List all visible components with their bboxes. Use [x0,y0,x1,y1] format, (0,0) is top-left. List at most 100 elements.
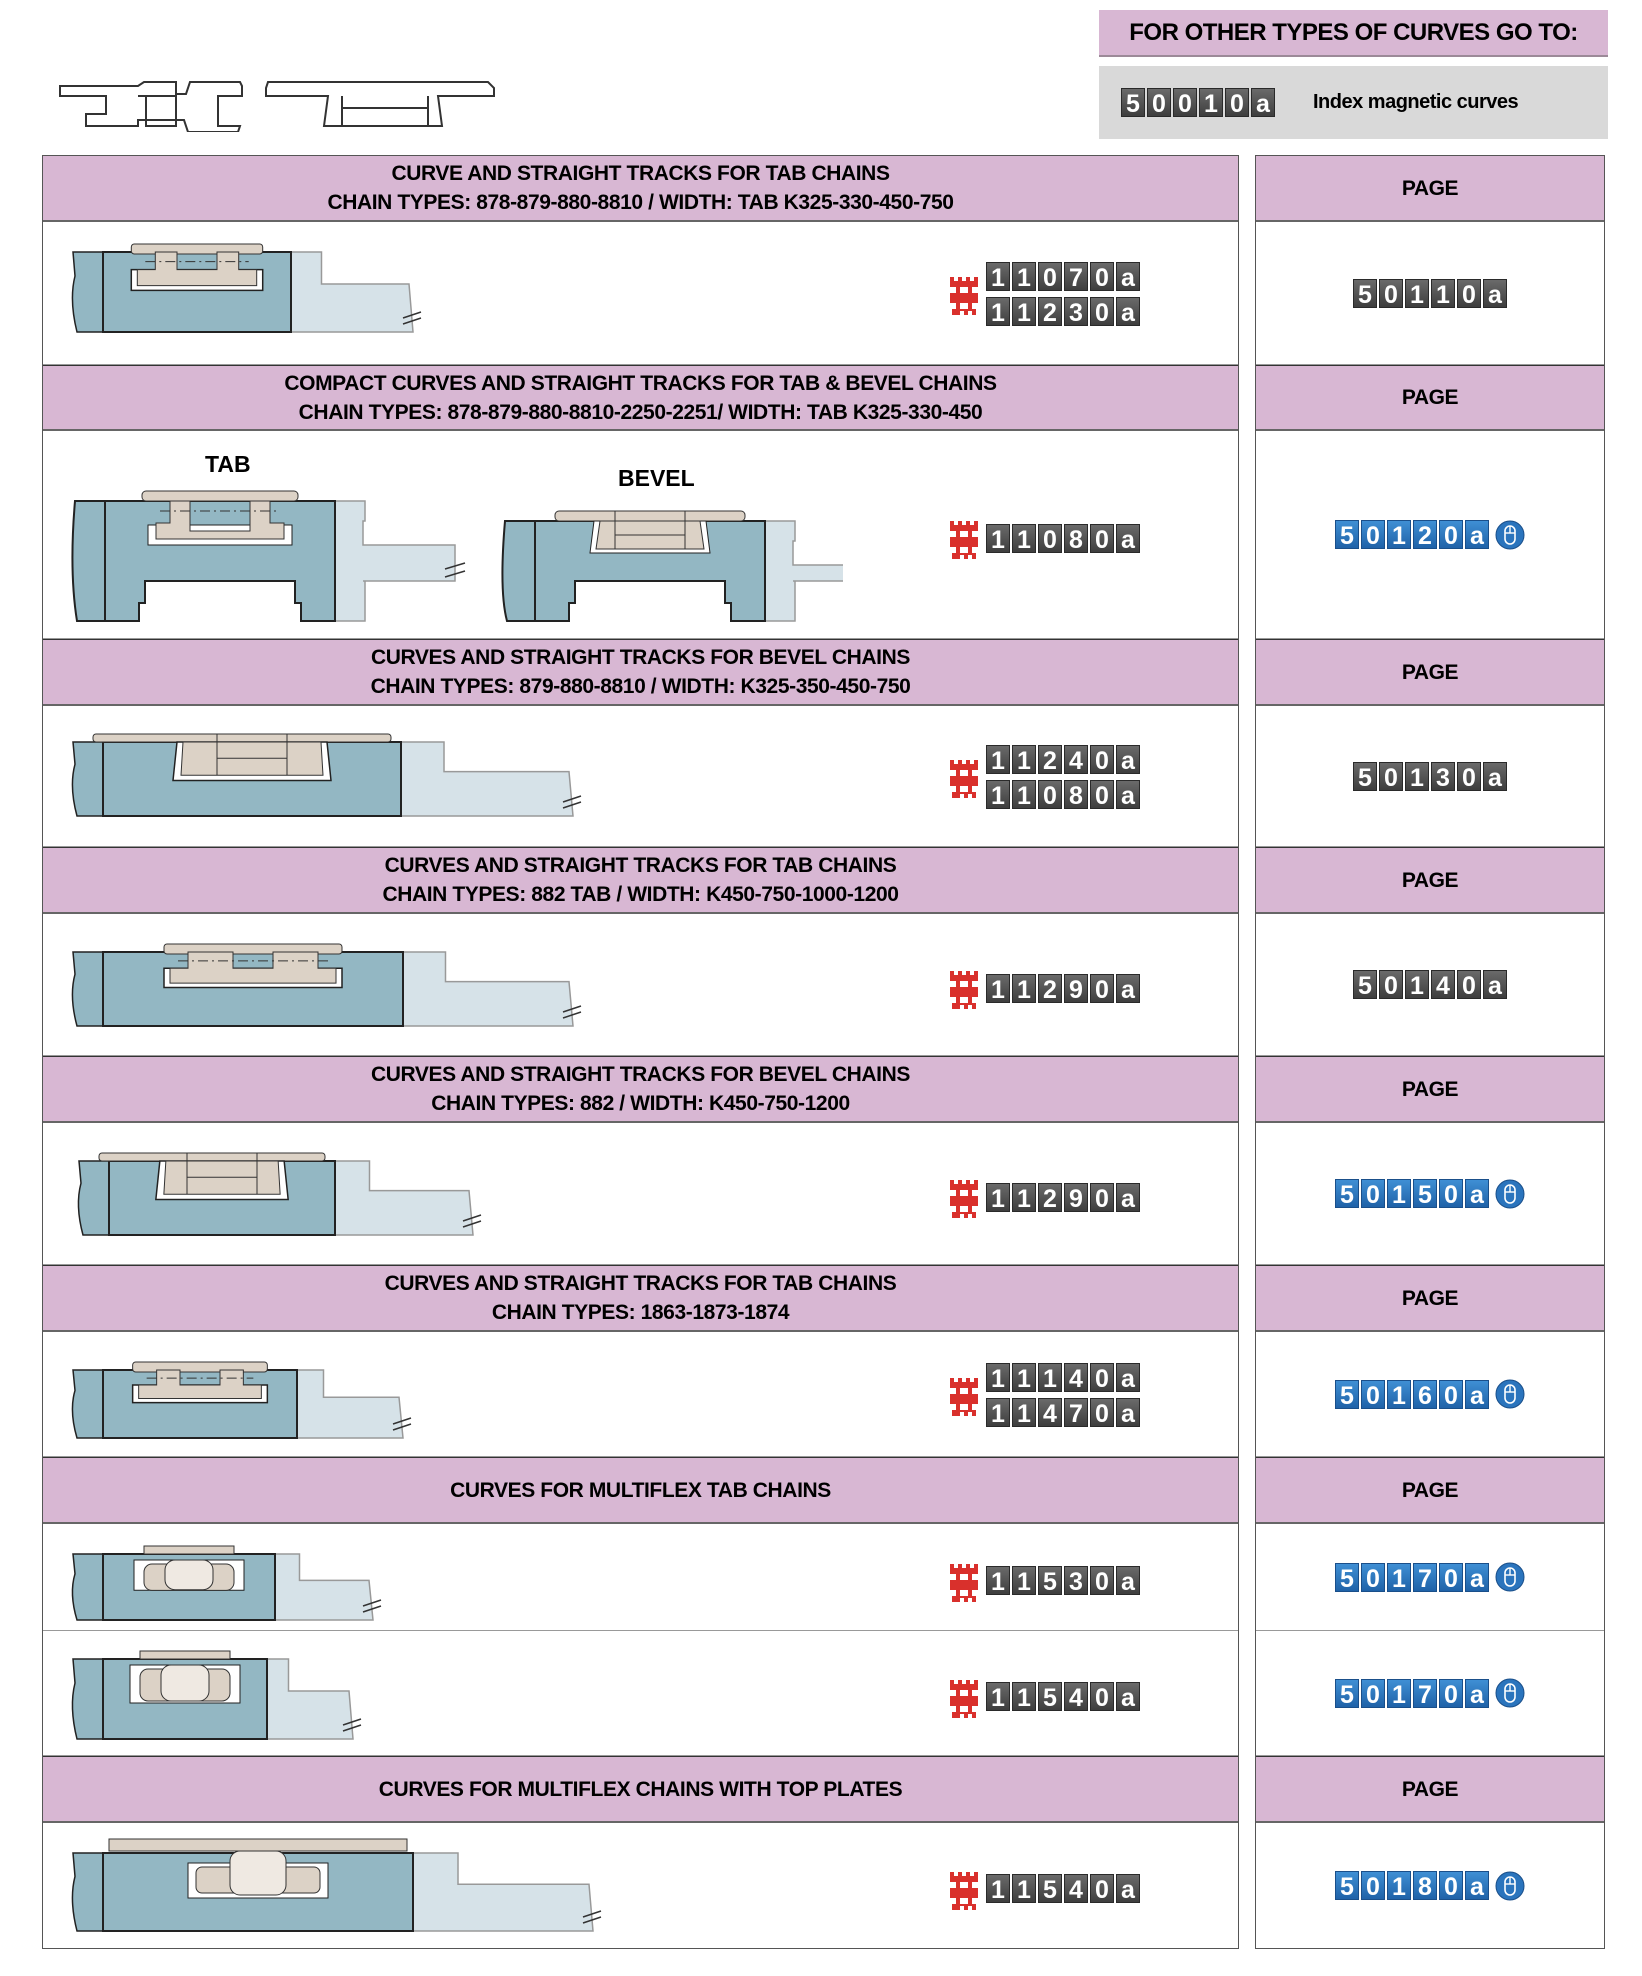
code-digit: 5 [1413,1179,1437,1209]
code-digit: 1 [1387,1562,1411,1593]
section-header: CURVES AND STRAIGHT TRACKS FOR TAB CHAIN… [43,847,1238,914]
section-header: CURVES AND STRAIGHT TRACKS FOR TAB CHAIN… [43,1265,1238,1332]
code-digit: 5 [1121,88,1145,118]
code-digit: 0 [1457,970,1481,1000]
code-digit: 1 [986,1874,1010,1904]
code-digit: 0 [1225,88,1249,118]
mouse-link-icon[interactable] [1495,1562,1525,1592]
code-digit: 0 [1361,1562,1385,1593]
code-digit: 0 [1147,88,1171,118]
page-column-header: PAGE [1256,639,1604,706]
code-digit: a [1116,261,1140,292]
code-digit: a [1251,88,1275,118]
code-digit: 1 [1038,1362,1062,1393]
track-cross-section-drawing [71,243,422,333]
code-digit: a [1116,779,1140,810]
catalog-chain-icon [950,759,978,798]
code-digit: a [1483,761,1507,792]
code-digit: 1 [986,744,1010,775]
mouse-link-icon[interactable] [1495,1379,1525,1409]
track-cross-section-drawing [71,733,582,817]
code-digit: 1 [1012,1682,1036,1712]
code-digit: 5 [1335,1562,1359,1593]
code-digit: 5 [1335,1179,1359,1209]
section-title: CURVE AND STRAIGHT TRACKS FOR TAB CHAINS [391,162,890,185]
bevel-profile-drawing [501,510,843,622]
section-subtitle: CHAIN TYPES: 1863-1873-1874 [491,1301,790,1324]
track-profile [71,733,582,817]
code-digit: 0 [1439,1678,1463,1709]
track-profile [71,943,582,1027]
page-column-header: PAGE [1256,156,1604,222]
code-digit: 1 [986,296,1010,327]
code-digit: 0 [1038,523,1062,554]
mouse-link-icon[interactable] [1495,1871,1525,1901]
code-digit: 4 [1431,970,1455,1000]
code-digit: 5 [1353,970,1377,1000]
page-column-header: PAGE [1256,847,1604,914]
code-digit: 3 [1064,296,1088,327]
code-digit: 5 [1335,1871,1359,1901]
code-digit: 1 [986,523,1010,554]
code-digit: 1 [986,779,1010,810]
code-digit: a [1465,1179,1489,1209]
code-digit: 1 [1405,761,1429,792]
code-digit: 4 [1064,1362,1088,1393]
mouse-link-icon[interactable] [1495,1179,1525,1209]
page-column-header: PAGE [1256,1265,1604,1332]
tab-label: TAB [205,451,251,477]
mouse-link-icon[interactable] [1495,520,1525,550]
code-digit: 0 [1090,1362,1114,1393]
code-digit: a [1483,970,1507,1000]
code-digit: 0 [1090,296,1114,327]
mouse-link-icon[interactable] [1495,1678,1525,1708]
code-digit: 7 [1413,1678,1437,1709]
